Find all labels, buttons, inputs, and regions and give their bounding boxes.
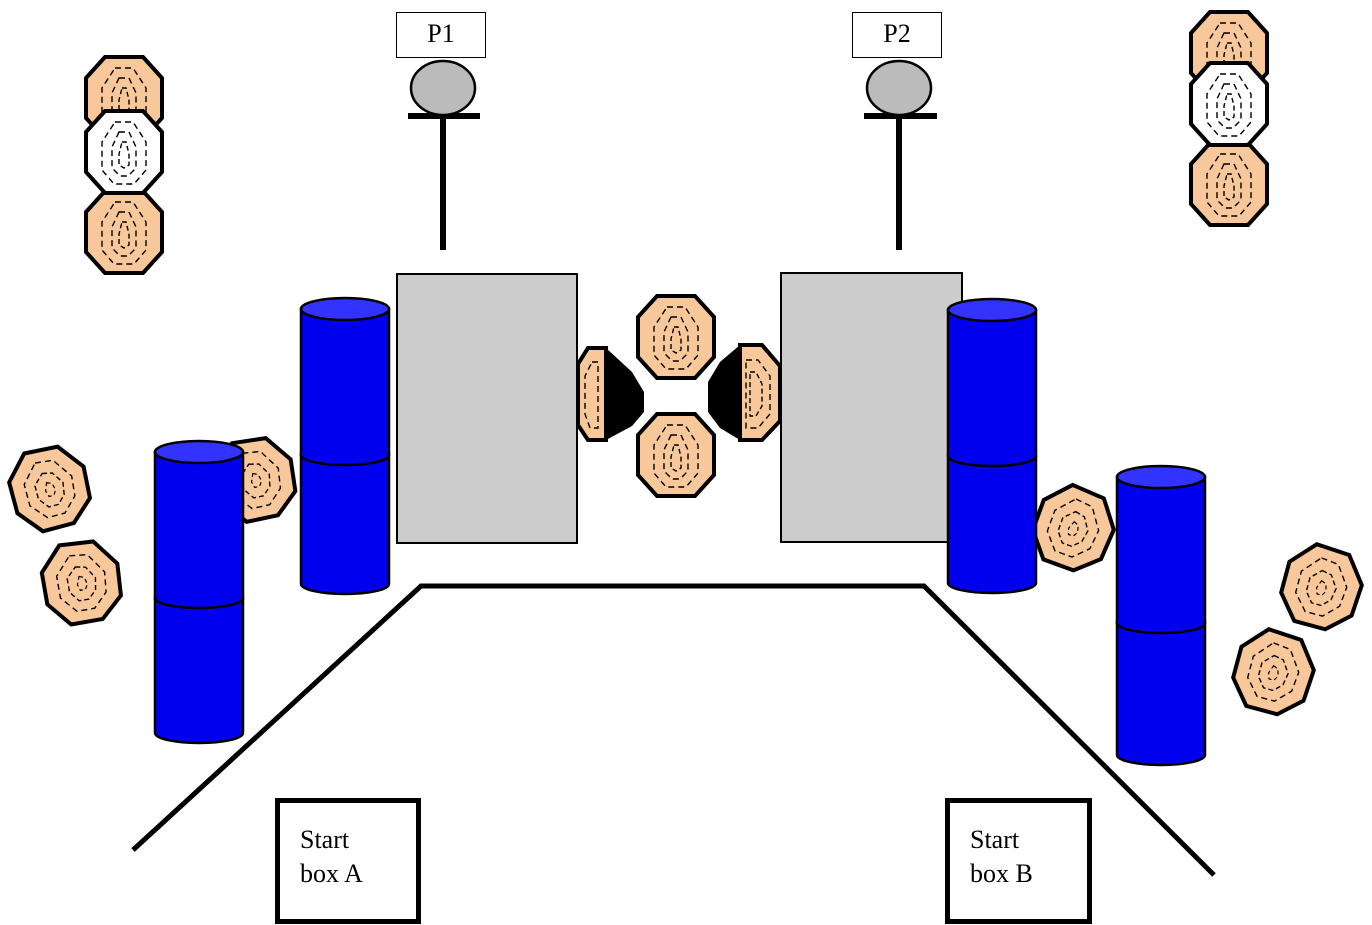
white-nut-icon [1189,61,1269,147]
start-box-a-line1: Start [300,825,350,854]
scattered-nut-icon [35,534,129,630]
half-nut-left-icon [576,346,644,442]
nut-icon [1189,141,1269,227]
scattered-nut-icon [1022,475,1126,581]
cylinder-stack-right-outer [1115,464,1207,767]
cylinder-stack-left-outer [153,439,245,745]
nut-stack-left [84,55,164,275]
scattered-nut-icon [1272,536,1372,638]
nut-icon [84,189,164,275]
start-box-a: Start box A [275,798,421,924]
post-p2 [864,59,937,250]
nut-icon [636,294,716,380]
start-box-b: Start box B [945,798,1092,924]
post-label-p1: P1 [396,12,486,58]
start-box-a-line2: box A [300,859,363,888]
post-head-icon [409,59,477,117]
center-nut-cluster [576,294,782,498]
nut-stack-right [1189,10,1269,227]
post-label-p2: P2 [852,12,942,58]
post-p1 [408,59,480,250]
scattered-nut-icon [0,437,100,539]
cylinder-stack-left-inner [299,296,391,596]
nut-icon [636,412,716,498]
arena-wall [131,583,1216,877]
gray-panel-left [396,273,578,544]
white-nut-icon [84,109,164,195]
start-box-b-line2: box B [970,859,1033,888]
half-nut-right-icon [708,343,782,442]
start-box-b-line1: Start [970,825,1020,854]
scattered-nut-icon [1224,621,1324,723]
gray-panel-right [780,272,963,543]
post-head-icon [865,59,933,117]
cylinder-stack-right-inner [946,297,1038,595]
